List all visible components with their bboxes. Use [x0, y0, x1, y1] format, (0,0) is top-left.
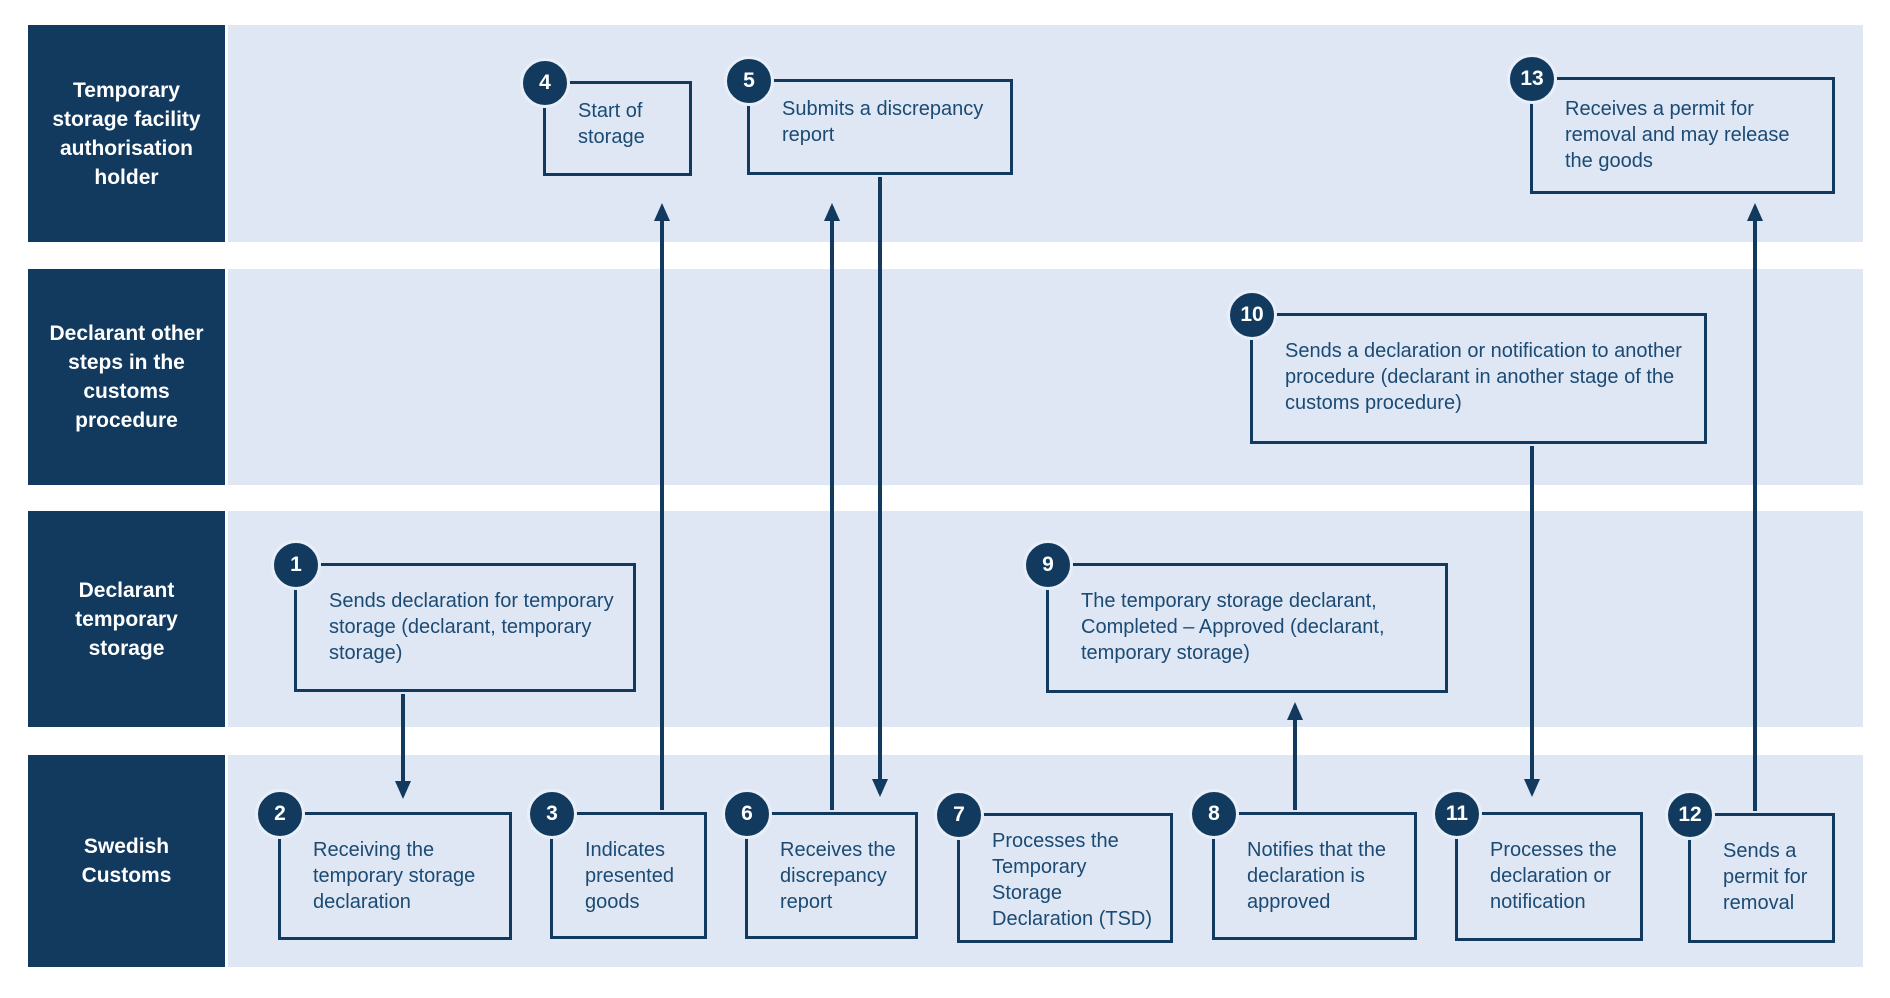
step-box-4: 4 Start of storage [520, 58, 692, 176]
step-box-12: 12 Sends a permit for removal [1665, 790, 1835, 943]
step-number-badge: 6 [722, 789, 772, 839]
step-box-2: 2 Receiving the temporary storage declar… [255, 789, 512, 940]
step-text: Submits a discrepancy report [782, 98, 984, 146]
step-text: Receiving the temporary storage declarat… [313, 839, 476, 913]
step-text: Processes the declaration or notificatio… [1490, 839, 1617, 913]
step-box-5: 5 Submits a discrepancy report [724, 56, 1013, 175]
step-box-1: 1 Sends declaration for temporary storag… [271, 540, 636, 692]
step-number-badge: 12 [1665, 790, 1715, 840]
step-text: The temporary storage declarant, Complet… [1081, 590, 1385, 664]
step-number-badge: 10 [1227, 290, 1277, 340]
step-text: Receives a permit for removal and may re… [1565, 98, 1790, 172]
step-number-badge: 8 [1189, 789, 1239, 839]
step-text: Receives the discrepancy report [780, 839, 896, 913]
step-text: Indicates presented goods [585, 839, 674, 913]
lane-label-temporary-storage-holder: Temporary storage facility authorisation… [28, 25, 225, 242]
step-number-badge: 13 [1507, 54, 1557, 104]
step-box-8: 8 Notifies that the declaration is appro… [1189, 789, 1417, 940]
step-text: Sends a permit for removal [1723, 840, 1808, 914]
step-box-7: 7 Processes the Temporary Storage Declar… [934, 790, 1173, 943]
step-number-badge: 3 [527, 789, 577, 839]
lane-label-declarant-temporary-storage: Declarant temporary storage [28, 511, 225, 727]
step-box-3: 3 Indicates presented goods [527, 789, 707, 939]
step-number-badge: 1 [271, 540, 321, 590]
step-number-badge: 2 [255, 789, 305, 839]
step-text: Sends a declaration or notification to a… [1285, 340, 1682, 414]
step-text: Start of storage [578, 100, 645, 148]
step-number-badge: 5 [724, 56, 774, 106]
step-number-badge: 4 [520, 58, 570, 108]
step-box-9: 9 The temporary storage declarant, Compl… [1023, 540, 1448, 693]
step-text: Notifies that the declaration is approve… [1247, 839, 1386, 913]
step-text: Processes the Temporary Storage Declarat… [992, 830, 1153, 930]
step-box-10: 10 Sends a declaration or notification t… [1227, 290, 1707, 444]
lane-label-swedish-customs: Swedish Customs [28, 755, 225, 967]
step-number-badge: 7 [934, 790, 984, 840]
step-box-13: 13 Receives a permit for removal and may… [1507, 54, 1835, 194]
step-number-badge: 9 [1023, 540, 1073, 590]
step-number-badge: 11 [1432, 789, 1482, 839]
step-box-6: 6 Receives the discrepancy report [722, 789, 918, 939]
lane-label-declarant-other-steps: Declarant other steps in the customs pro… [28, 269, 225, 485]
step-text: Sends declaration for temporary storage … [329, 590, 614, 664]
step-box-11: 11 Processes the declaration or notifica… [1432, 789, 1643, 941]
